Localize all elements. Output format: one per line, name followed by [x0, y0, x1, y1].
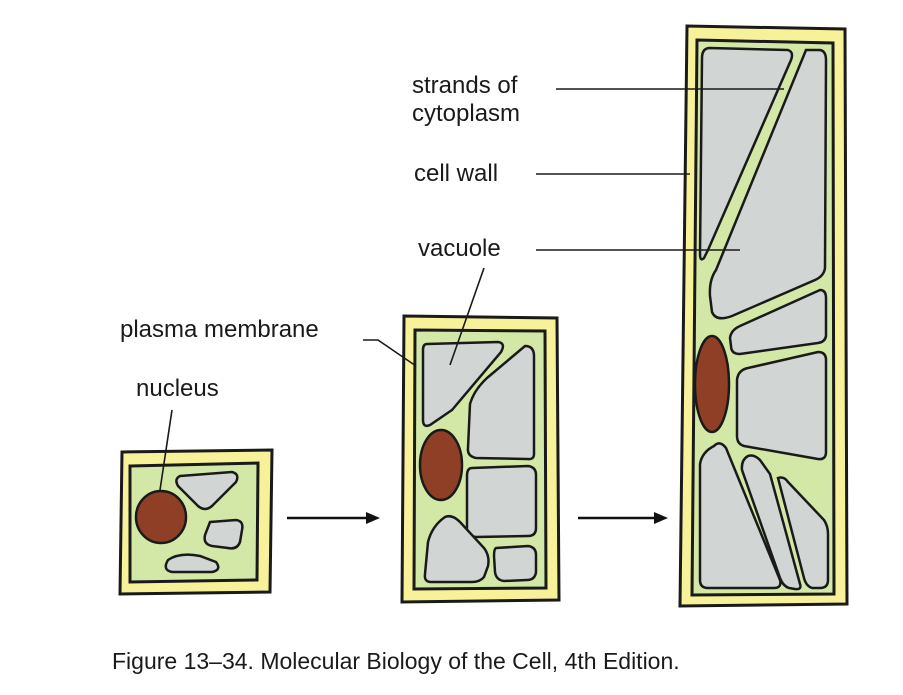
- cell-small-vacuole-1: [175, 470, 239, 511]
- cell-large-vacuole-6: [740, 454, 802, 591]
- cell-small-vacuole-3: [164, 553, 220, 574]
- cell-small: [118, 448, 274, 596]
- figure-caption: Figure 13–34. Molecular Biology of the C…: [112, 648, 680, 674]
- cell-small-nucleus: [134, 489, 188, 545]
- cell-medium-vacuole-2: [466, 344, 536, 461]
- leader-plasma-membrane: [363, 339, 417, 367]
- cell-large-vacuole-3: [728, 288, 828, 356]
- cell-large-vacuole-7: [776, 476, 830, 590]
- label-strands-of: strands of: [412, 72, 518, 99]
- cell-medium-vacuole-4: [423, 514, 490, 584]
- cell-large-nucleus: [693, 334, 731, 434]
- cell-large-vacuole-5: [698, 442, 782, 590]
- cell-small-vacuole-2: [203, 518, 244, 550]
- cell-medium-vacuole-3: [465, 464, 538, 539]
- growth-arrow-2: [578, 512, 668, 524]
- cell-medium: [400, 314, 561, 604]
- growth-arrow-1: [287, 512, 380, 524]
- label-cell-wall: cell wall: [414, 160, 499, 187]
- label-nucleus: nucleus: [136, 375, 219, 402]
- leader-vacuole-medium: [449, 267, 485, 366]
- cell-medium-nucleus: [418, 428, 464, 502]
- leader-lines: [159, 88, 784, 491]
- label-cytoplasm: cytoplasm: [412, 100, 521, 127]
- label-plasma-membrane: plasma membrane: [120, 316, 319, 343]
- cell-medium-vacuole-5: [492, 544, 538, 583]
- cell-large-vacuole-2: [708, 48, 828, 320]
- cell-large-vacuole-1: [698, 46, 794, 261]
- leader-nucleus: [159, 409, 173, 491]
- cell-large: [678, 24, 849, 608]
- cell-large-vacuole-4: [735, 350, 828, 461]
- cell-medium-vacuole-1: [421, 340, 505, 428]
- label-vacuole: vacuole: [418, 235, 501, 262]
